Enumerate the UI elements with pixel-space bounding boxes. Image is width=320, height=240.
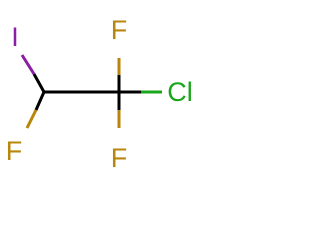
bond-c1-iodine — [20, 54, 46, 93]
atom-label-chlorine: Cl — [167, 77, 193, 107]
atom-label-fluorine-bottom: F — [111, 143, 128, 173]
structure-diagram: I F F F Cl — [6, 15, 193, 173]
bond-c1-fluorine-left — [25, 91, 46, 129]
atom-label-fluorine-top: F — [111, 15, 128, 45]
atom-label-fluorine-left: F — [6, 136, 23, 166]
atom-label-iodine: I — [11, 22, 19, 52]
